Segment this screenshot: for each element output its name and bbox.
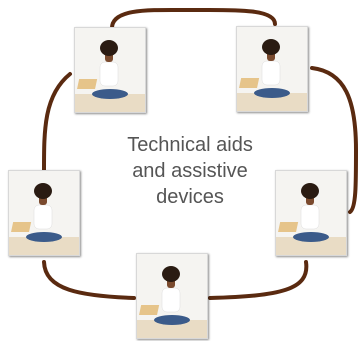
connector-bottom-right: [208, 260, 309, 300]
center-label: Technical aids and assistive devices: [95, 132, 285, 210]
woman-with-laptop-photo: [9, 171, 79, 255]
connector-top: [110, 7, 277, 30]
center-label-line-3: devices: [156, 186, 224, 208]
photo-node-left: [8, 170, 80, 256]
woman-with-laptop-photo: [137, 254, 207, 338]
woman-with-laptop-photo: [276, 171, 346, 255]
woman-with-laptop-photo: [237, 27, 307, 111]
center-label-line-1: Technical aids: [127, 134, 253, 156]
woman-with-laptop-photo: [75, 28, 145, 112]
photo-node-right: [275, 170, 347, 256]
center-label-line-2: and assistive: [132, 160, 248, 182]
photo-node-top-right: [236, 26, 308, 112]
connector-top-right: [310, 66, 359, 214]
connector-left: [42, 72, 72, 172]
connector-bottom-left: [42, 260, 136, 300]
photo-node-bottom: [136, 253, 208, 339]
photo-node-top-left: [74, 27, 146, 113]
